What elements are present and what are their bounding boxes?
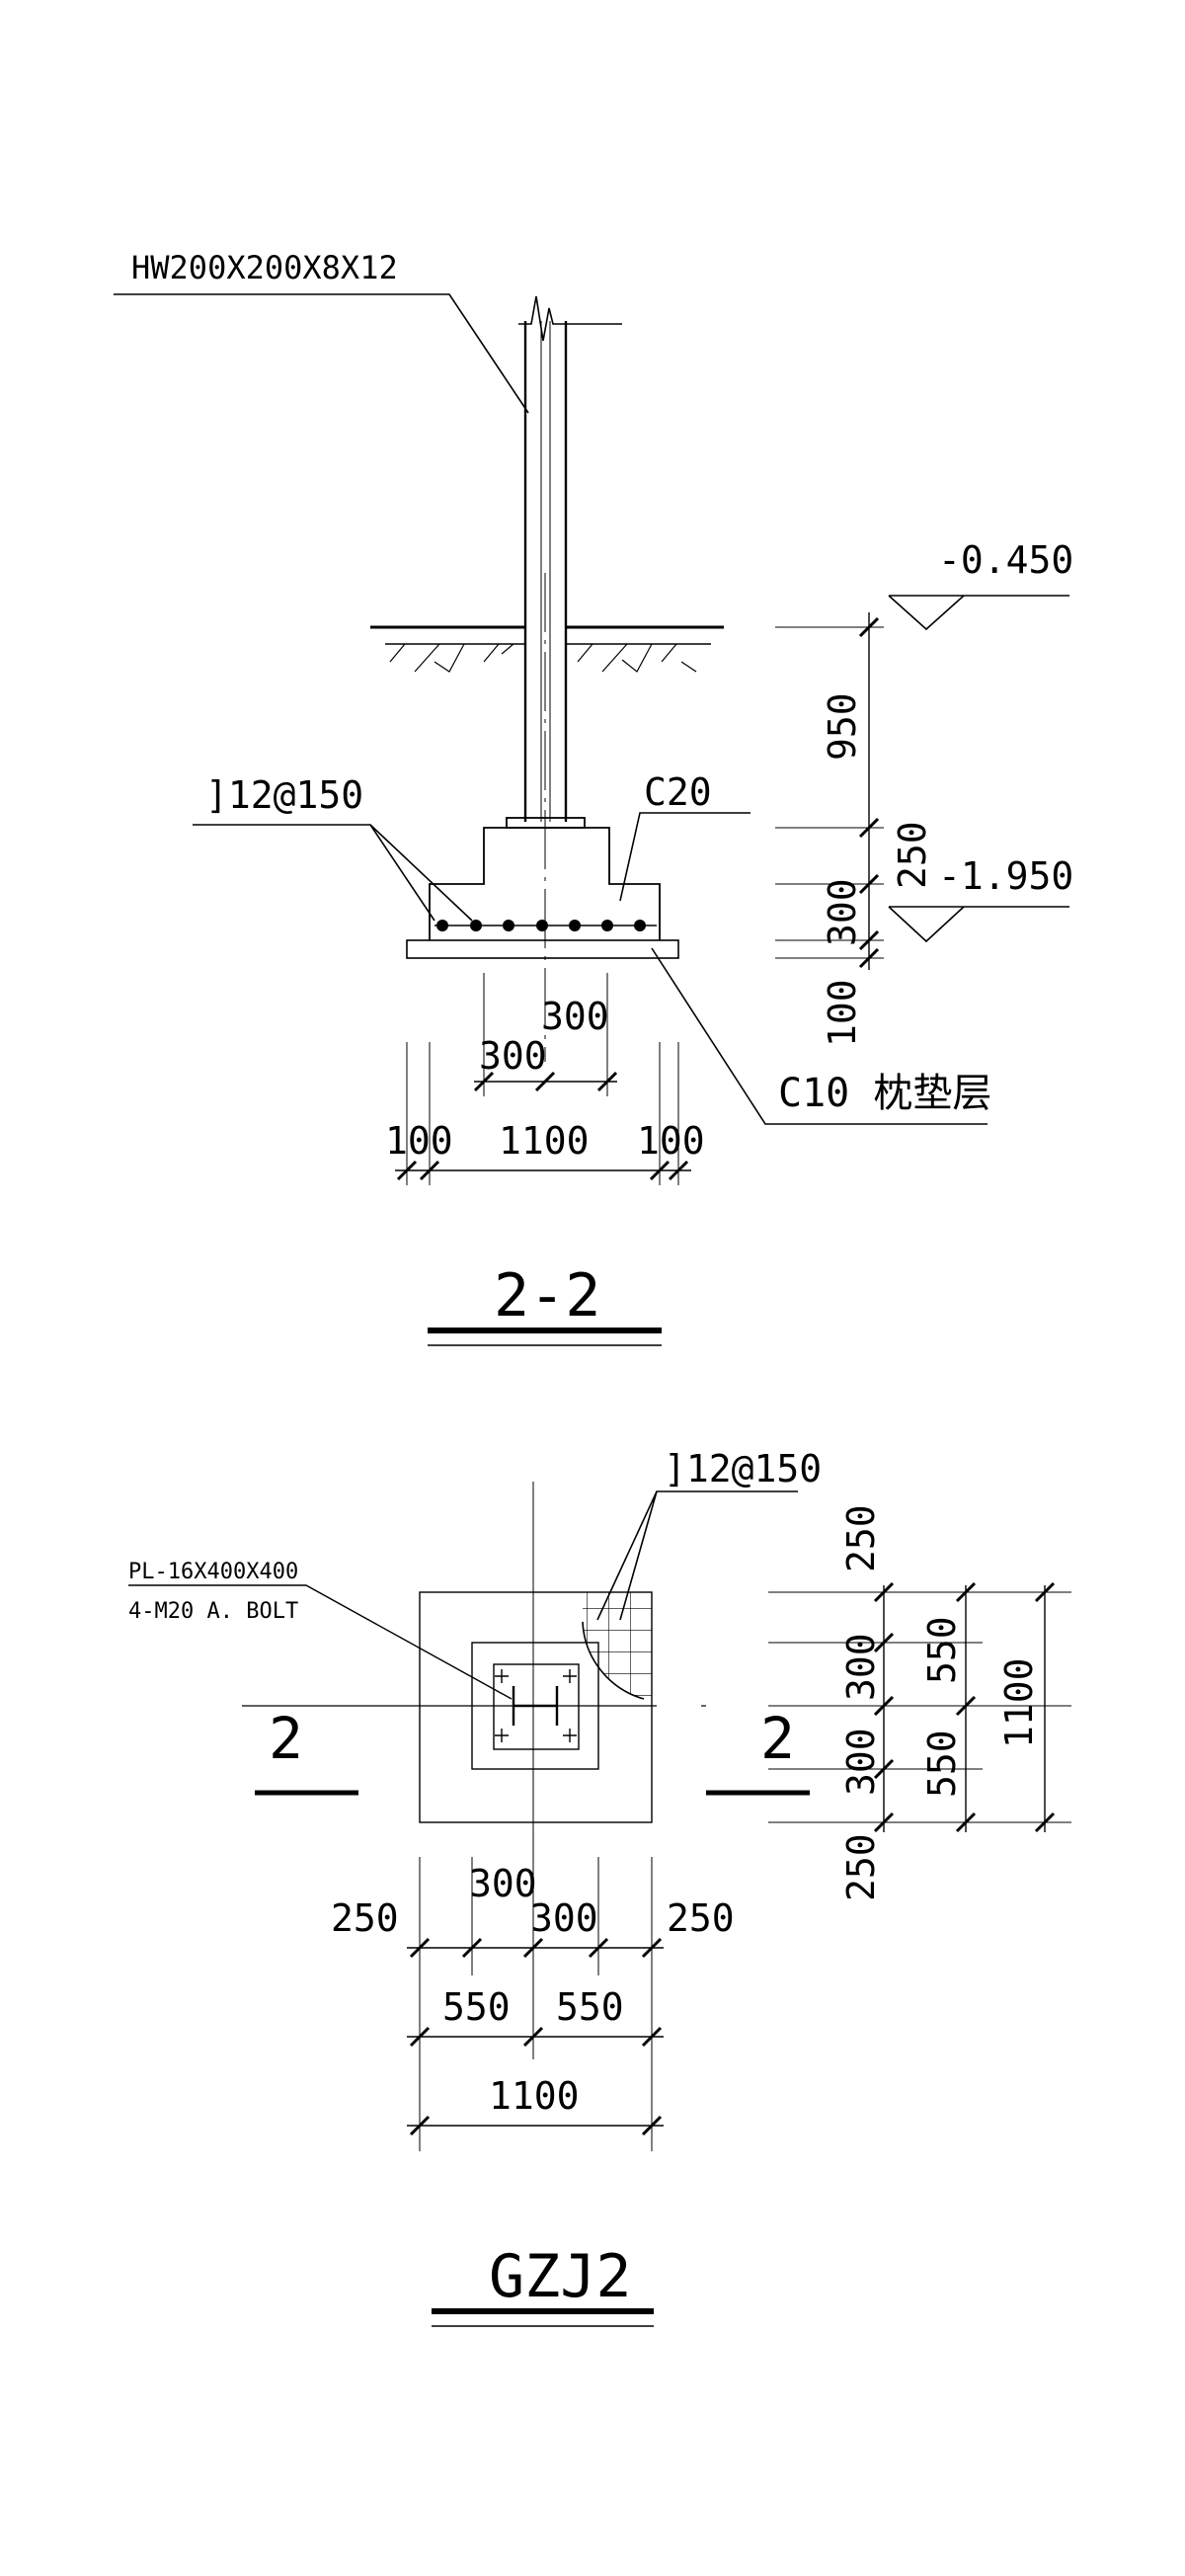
ground-line <box>370 625 724 673</box>
steel-section-leader <box>114 293 529 414</box>
svg-text:950: 950 <box>821 692 864 761</box>
svg-text:550: 550 <box>920 1730 964 1798</box>
plan-rebar-label: ]12@150 <box>664 1447 822 1490</box>
svg-text:550: 550 <box>442 1985 511 2029</box>
rebar-grid-detail <box>582 1592 652 1700</box>
svg-text:550: 550 <box>920 1616 964 1684</box>
svg-text:1100: 1100 <box>499 1119 590 1163</box>
section-2-2: HW200X200X8X12 <box>114 249 1073 1346</box>
cushion-leader <box>651 947 988 1125</box>
plan-rebar-leader <box>596 1490 798 1621</box>
footing-outline <box>419 1591 653 1823</box>
svg-text:2: 2 <box>760 1705 795 1772</box>
vertical-dimensions: 950 250 300 100 <box>775 612 934 1047</box>
svg-text:300: 300 <box>541 995 609 1038</box>
horizontal-dimensions: 300 300 100 1100 100 <box>385 973 705 1185</box>
plan-bottom-dimensions: 250 300 300 250 550 550 1100 <box>331 1857 735 2151</box>
plan-title: GZJ2 <box>489 2242 632 2311</box>
plate-label: PL-16X400X400 <box>128 1560 298 1584</box>
base-plate <box>493 1663 580 1750</box>
footing <box>406 817 679 959</box>
svg-text:250: 250 <box>667 1896 735 1940</box>
svg-text:-0.450: -0.450 <box>938 538 1073 582</box>
column-h-section <box>512 1686 559 1726</box>
svg-text:100: 100 <box>821 979 864 1047</box>
steel-section-label: HW200X200X8X12 <box>131 249 398 286</box>
section-rebar-label: ]12@150 <box>205 773 363 817</box>
svg-text:550: 550 <box>556 1985 624 2029</box>
cut-mark-left: 2 <box>255 1705 358 1796</box>
svg-text:300: 300 <box>479 1034 547 1078</box>
cushion-label: C10 枕垫层 <box>778 1071 991 1116</box>
plan-gzj2: ]12@150 PL-16X400X400 4-M20 A. BOLT 2 2 <box>128 1447 1071 2327</box>
pedestal-outline <box>471 1642 599 1770</box>
svg-text:250: 250 <box>839 1833 883 1901</box>
concrete-leader <box>619 812 750 902</box>
plan-right-dimensions: 250 300 300 250 550 550 1100 <box>768 1504 1071 1901</box>
svg-text:1100: 1100 <box>489 2074 580 2118</box>
svg-text:-1.950: -1.950 <box>938 854 1073 898</box>
concrete-label: C20 <box>644 770 712 814</box>
svg-text:100: 100 <box>385 1119 453 1163</box>
plate-leader <box>128 1584 513 1700</box>
svg-text:300: 300 <box>821 878 864 946</box>
steel-column <box>518 295 622 822</box>
anchor-bolts <box>495 1669 577 1742</box>
bolt-label: 4-M20 A. BOLT <box>128 1599 298 1624</box>
svg-text:250: 250 <box>891 821 934 889</box>
svg-text:300: 300 <box>469 1862 537 1905</box>
level-marker-bottom: -1.950 <box>888 854 1073 943</box>
section-rebar-leader <box>193 824 473 922</box>
svg-text:250: 250 <box>331 1896 399 1940</box>
cushion-layer <box>406 939 679 959</box>
section-title: 2-2 <box>494 1261 600 1330</box>
svg-text:100: 100 <box>637 1119 705 1163</box>
svg-text:300: 300 <box>530 1896 598 1940</box>
cut-mark-right: 2 <box>706 1705 810 1796</box>
level-marker-top: -0.450 <box>888 538 1073 631</box>
svg-text:250: 250 <box>839 1504 883 1572</box>
svg-text:300: 300 <box>839 1728 883 1796</box>
svg-text:300: 300 <box>839 1633 883 1701</box>
rebar-dots <box>436 920 646 931</box>
svg-text:1100: 1100 <box>997 1657 1041 1748</box>
svg-text:2: 2 <box>269 1705 303 1772</box>
